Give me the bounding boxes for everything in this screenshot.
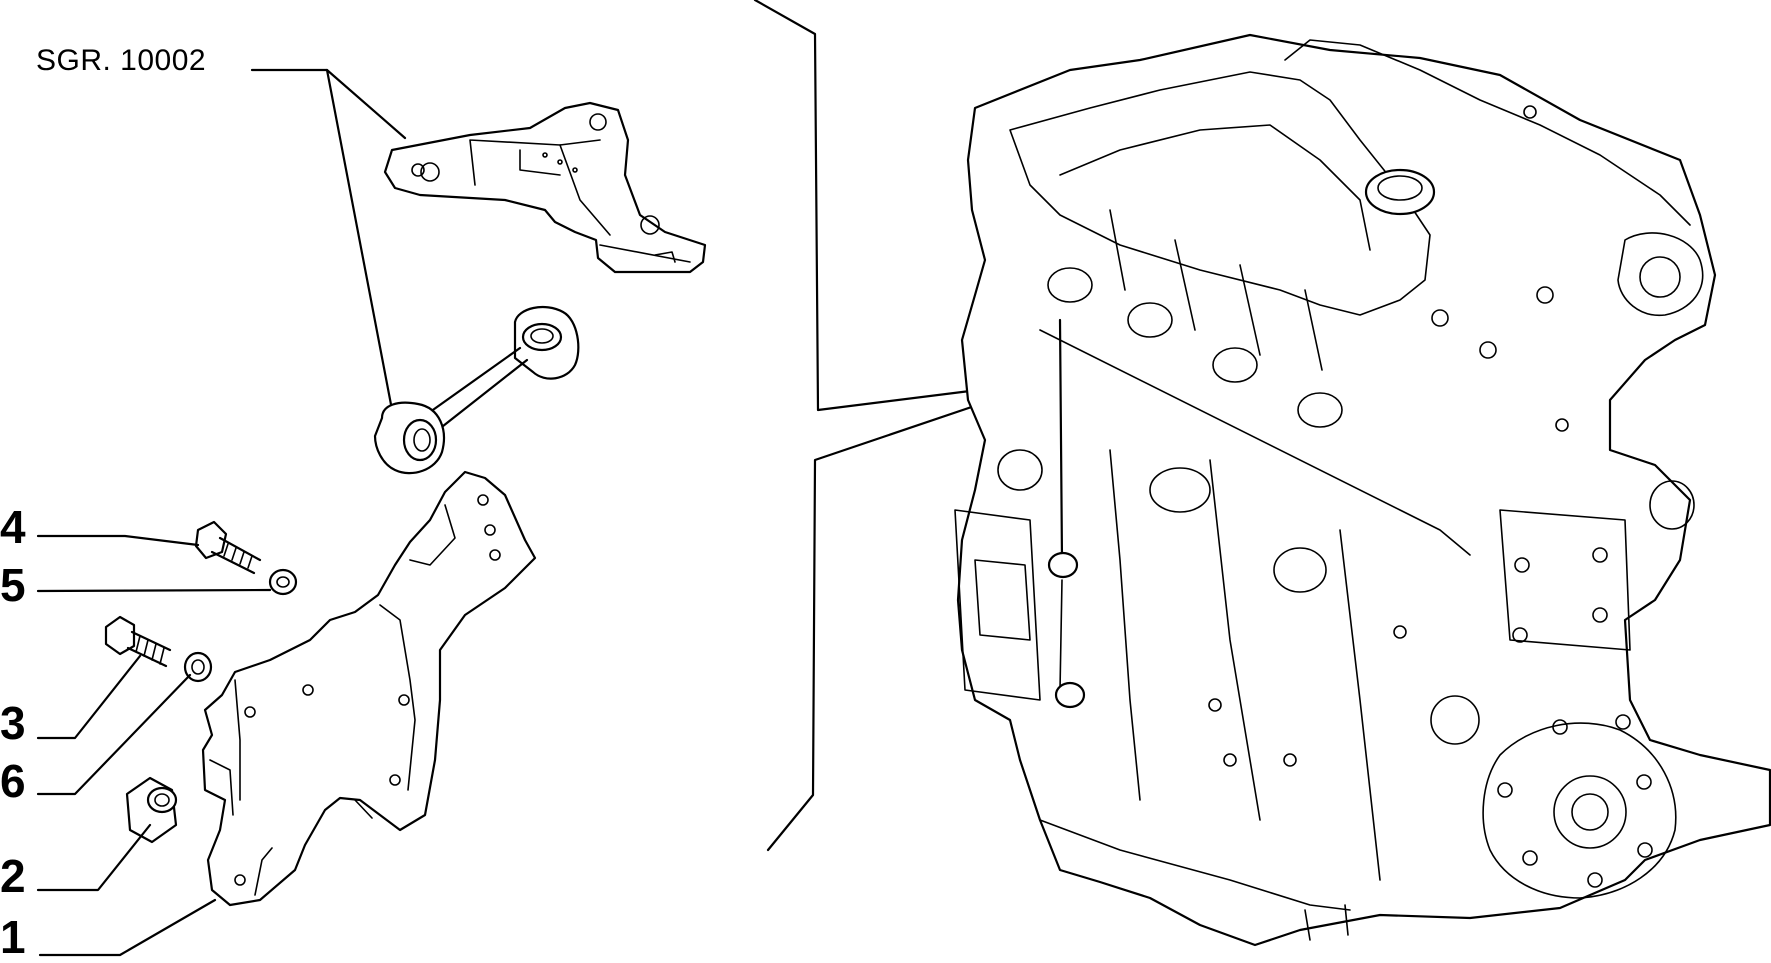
callout-label-1: 1 <box>0 911 26 963</box>
engine-block <box>954 33 1771 947</box>
upper-mount-bracket <box>383 101 707 274</box>
callout-label-2: 2 <box>0 850 26 902</box>
bolt-3 <box>104 615 172 668</box>
group-reference-label: SGR. 10002 <box>36 44 207 77</box>
callout-leaders <box>36 534 272 957</box>
washer-6 <box>183 651 213 683</box>
bolt-4 <box>194 520 262 575</box>
sgr-leader-lines <box>250 68 407 417</box>
torque-rod <box>373 305 580 475</box>
callout-label-5: 5 <box>0 559 26 611</box>
callout-label-3: 3 <box>0 697 26 749</box>
lower-bracket <box>201 470 537 907</box>
group-bracket <box>753 0 1012 852</box>
callout-label-6: 6 <box>0 755 26 807</box>
bush-2 <box>125 776 178 844</box>
callout-label-4: 4 <box>0 501 26 553</box>
washer-5 <box>268 568 298 596</box>
